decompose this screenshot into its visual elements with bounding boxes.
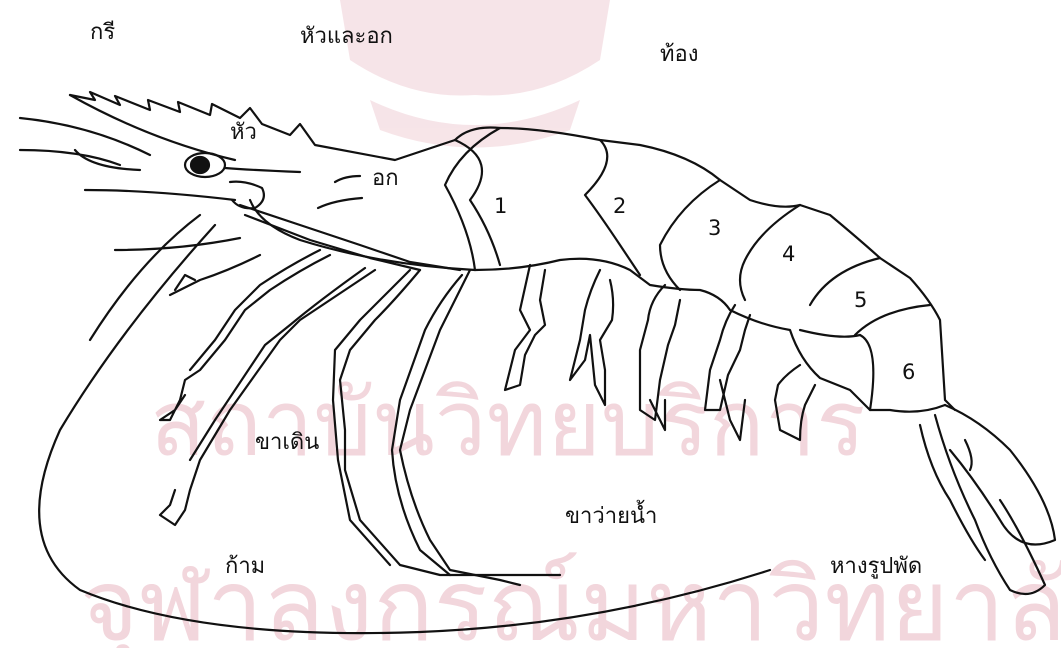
abdomen-outline bbox=[500, 128, 955, 410]
label-walking-legs: ขาเดิน bbox=[255, 432, 319, 454]
label-swimming-legs: ขาว่ายน้ำ bbox=[565, 506, 657, 528]
label-claw: ก้าม bbox=[225, 556, 265, 578]
segment-number-1: 1 bbox=[494, 196, 507, 217]
carapace bbox=[250, 128, 500, 271]
label-cephalothorax: หัวและอก bbox=[300, 26, 393, 48]
segment-number-2: 2 bbox=[613, 196, 626, 217]
label-tail-fan: หางรูปพัด bbox=[830, 556, 922, 578]
label-rostrum: กรี bbox=[90, 22, 115, 44]
pleopod-1 bbox=[505, 265, 545, 390]
segment-number-4: 4 bbox=[782, 244, 795, 265]
label-abdomen: ท้อง bbox=[660, 44, 698, 66]
segment-number-3: 3 bbox=[708, 218, 721, 239]
segment-number-6: 6 bbox=[902, 362, 915, 383]
label-thorax: อก bbox=[372, 168, 399, 190]
watermark-emblem bbox=[340, 0, 610, 148]
label-head: หัว bbox=[230, 122, 257, 144]
segment-number-5: 5 bbox=[854, 290, 867, 311]
